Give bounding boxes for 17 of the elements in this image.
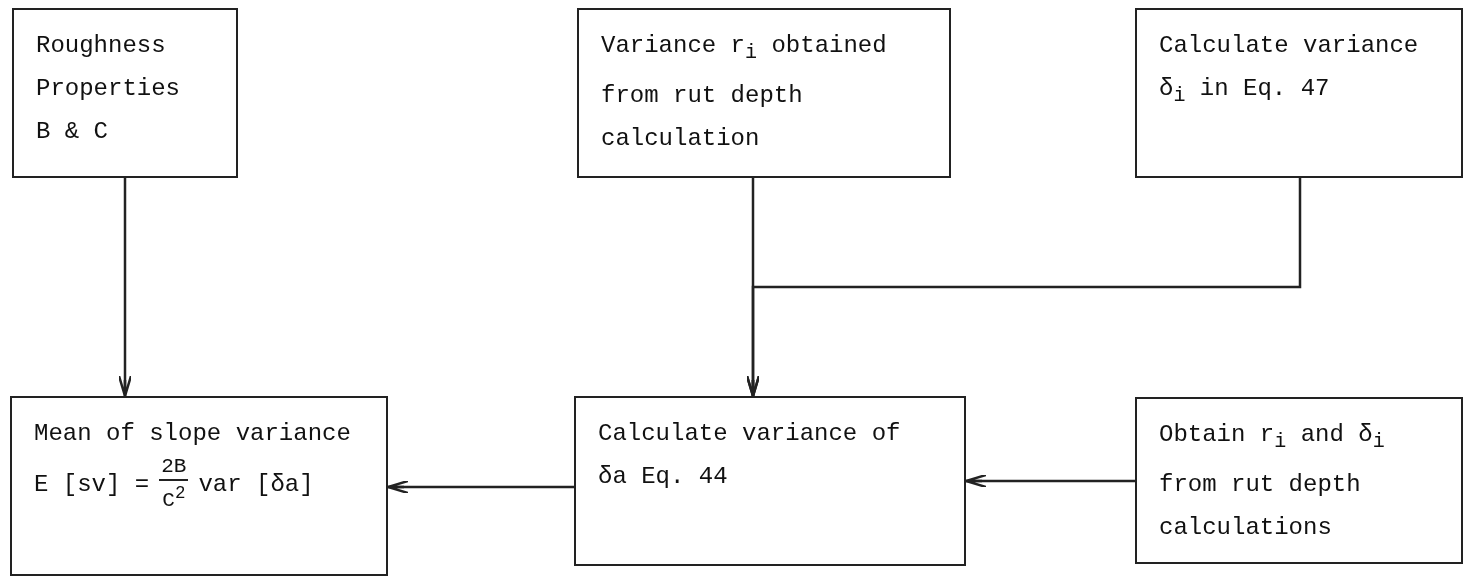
box-text: Calculate variance of δa Eq. 44 [598, 419, 902, 492]
box-text: Roughness Properties B & C [36, 31, 182, 147]
box-text: Calculate variance δ$_{i}$ in Eq. 47 [1159, 31, 1420, 109]
formula-text: E [sv] = [34, 469, 150, 500]
process-box [1135, 397, 1463, 564]
arrow [745, 178, 1302, 398]
process-box [10, 396, 388, 576]
process-box [12, 8, 238, 178]
box-text: Obtain r$_{i}$ and δ$_{i}$ from rut depth calculations [1159, 420, 1386, 543]
process-box [1135, 8, 1463, 178]
process-box [574, 396, 966, 566]
process-box [577, 8, 951, 178]
fraction: 2B C$^{2}$ [159, 455, 189, 513]
box-text: Variance r$_{i}$ obtained from rut depth calculation [601, 31, 888, 154]
arrow [117, 178, 133, 398]
box-text: Mean of slope variance [34, 419, 352, 449]
formula-text: var [δa] [198, 469, 314, 500]
